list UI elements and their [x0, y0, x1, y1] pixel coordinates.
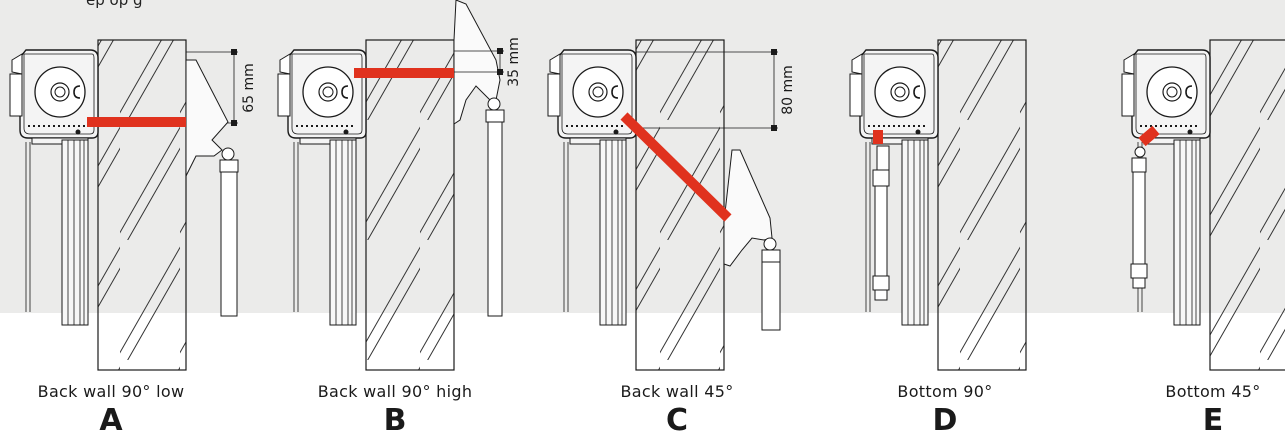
panel-d-letter: D: [932, 403, 958, 438]
panel-d-caption: Bottom 90°: [897, 382, 993, 401]
panel-e-letter: E: [1202, 403, 1224, 438]
panel-b-caption: Back wall 90° high: [317, 382, 473, 401]
panel-e-caption: Bottom 45°: [1165, 382, 1261, 401]
panel-b-letter: B: [383, 403, 407, 438]
panel-c-caption: Back wall 45°: [620, 382, 734, 401]
panel-c-letter: C: [665, 403, 689, 438]
panel-d-diagram: [849, 39, 1027, 371]
panel-c-diagram: [547, 39, 781, 371]
panel-a-caption: Back wall 90° low: [37, 382, 185, 401]
cropped-header-text: ep op g: [86, 0, 143, 9]
panel-a-letter: A: [99, 403, 123, 438]
panel-b-dimension: 35 mm: [506, 37, 522, 87]
panel-b-diagram: [277, 0, 505, 371]
panel-e-diagram: [1121, 39, 1285, 371]
panel-a-diagram: [9, 39, 239, 371]
panel-a-dimension: 65 mm: [241, 63, 257, 113]
panel-c-dimension: 80 mm: [780, 65, 796, 115]
